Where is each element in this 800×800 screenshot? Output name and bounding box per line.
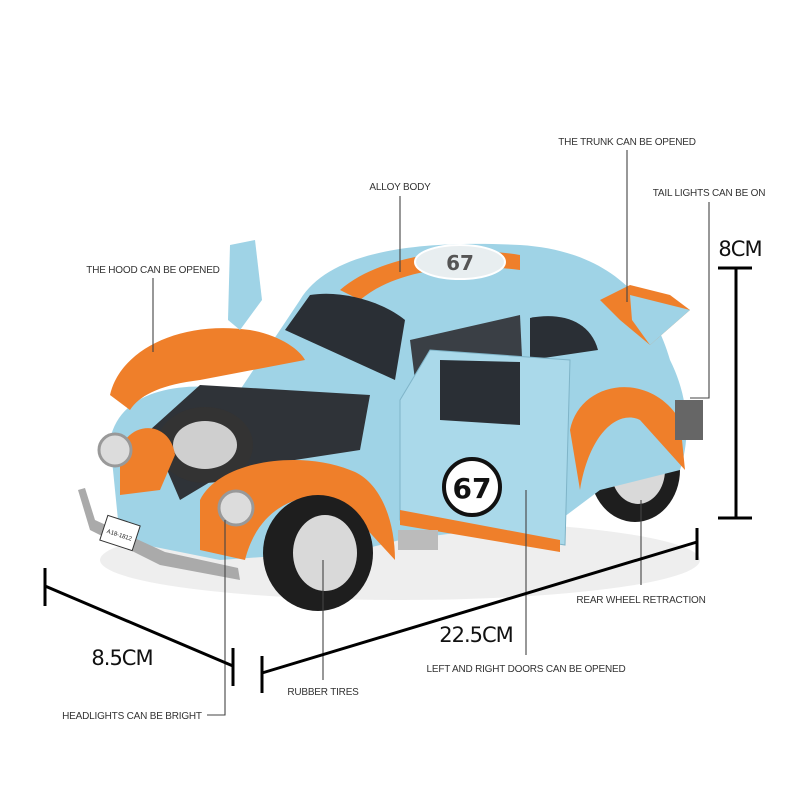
left-fender	[120, 428, 175, 495]
label-hood: THE HOOD CAN BE OPENED	[86, 265, 219, 276]
rear-fender	[570, 387, 685, 490]
front-fender	[200, 460, 395, 560]
label-tail-lights: TAIL LIGHTS CAN BE ON	[653, 188, 766, 199]
roof-number: 67	[446, 251, 474, 275]
headlight-right	[217, 489, 255, 527]
door-number: 67	[453, 472, 492, 505]
height-dimension	[718, 266, 752, 520]
label-headlights: HEADLIGHTS CAN BE BRIGHT	[62, 711, 202, 722]
headlights-leader	[207, 520, 226, 716]
height-value: 8CM	[718, 237, 761, 261]
trunk-lid-inner	[630, 295, 690, 345]
label-trunk: THE TRUNK CAN BE OPENED	[558, 137, 695, 148]
spare-wheel	[157, 407, 253, 483]
length-dimension	[260, 528, 699, 693]
door-roundel	[442, 457, 502, 517]
front-wheel	[263, 495, 373, 611]
license-plate: A18-1812	[99, 514, 141, 552]
label-doors: LEFT AND RIGHT DOORS CAN BE OPENED	[427, 664, 626, 675]
width-value: 8.5CM	[91, 646, 152, 670]
label-tires: RUBBER TIRES	[287, 687, 359, 698]
roof-roundel	[414, 244, 506, 280]
headlight-left	[97, 432, 133, 468]
door-stripe	[400, 510, 560, 552]
side-window	[530, 316, 598, 360]
label-body: ALLOY BODY	[369, 182, 431, 193]
label-rear-wheel: REAR WHEEL RETRACTION	[576, 595, 705, 606]
windshield	[285, 293, 405, 380]
open-hood	[110, 328, 305, 410]
tail-light	[675, 400, 703, 440]
door-window	[440, 360, 520, 425]
width-dimension	[43, 568, 235, 686]
running-board	[398, 530, 438, 550]
length-value: 22.5CM	[439, 623, 513, 647]
tail-lights-leader	[690, 202, 710, 399]
hood-prop	[228, 240, 262, 330]
